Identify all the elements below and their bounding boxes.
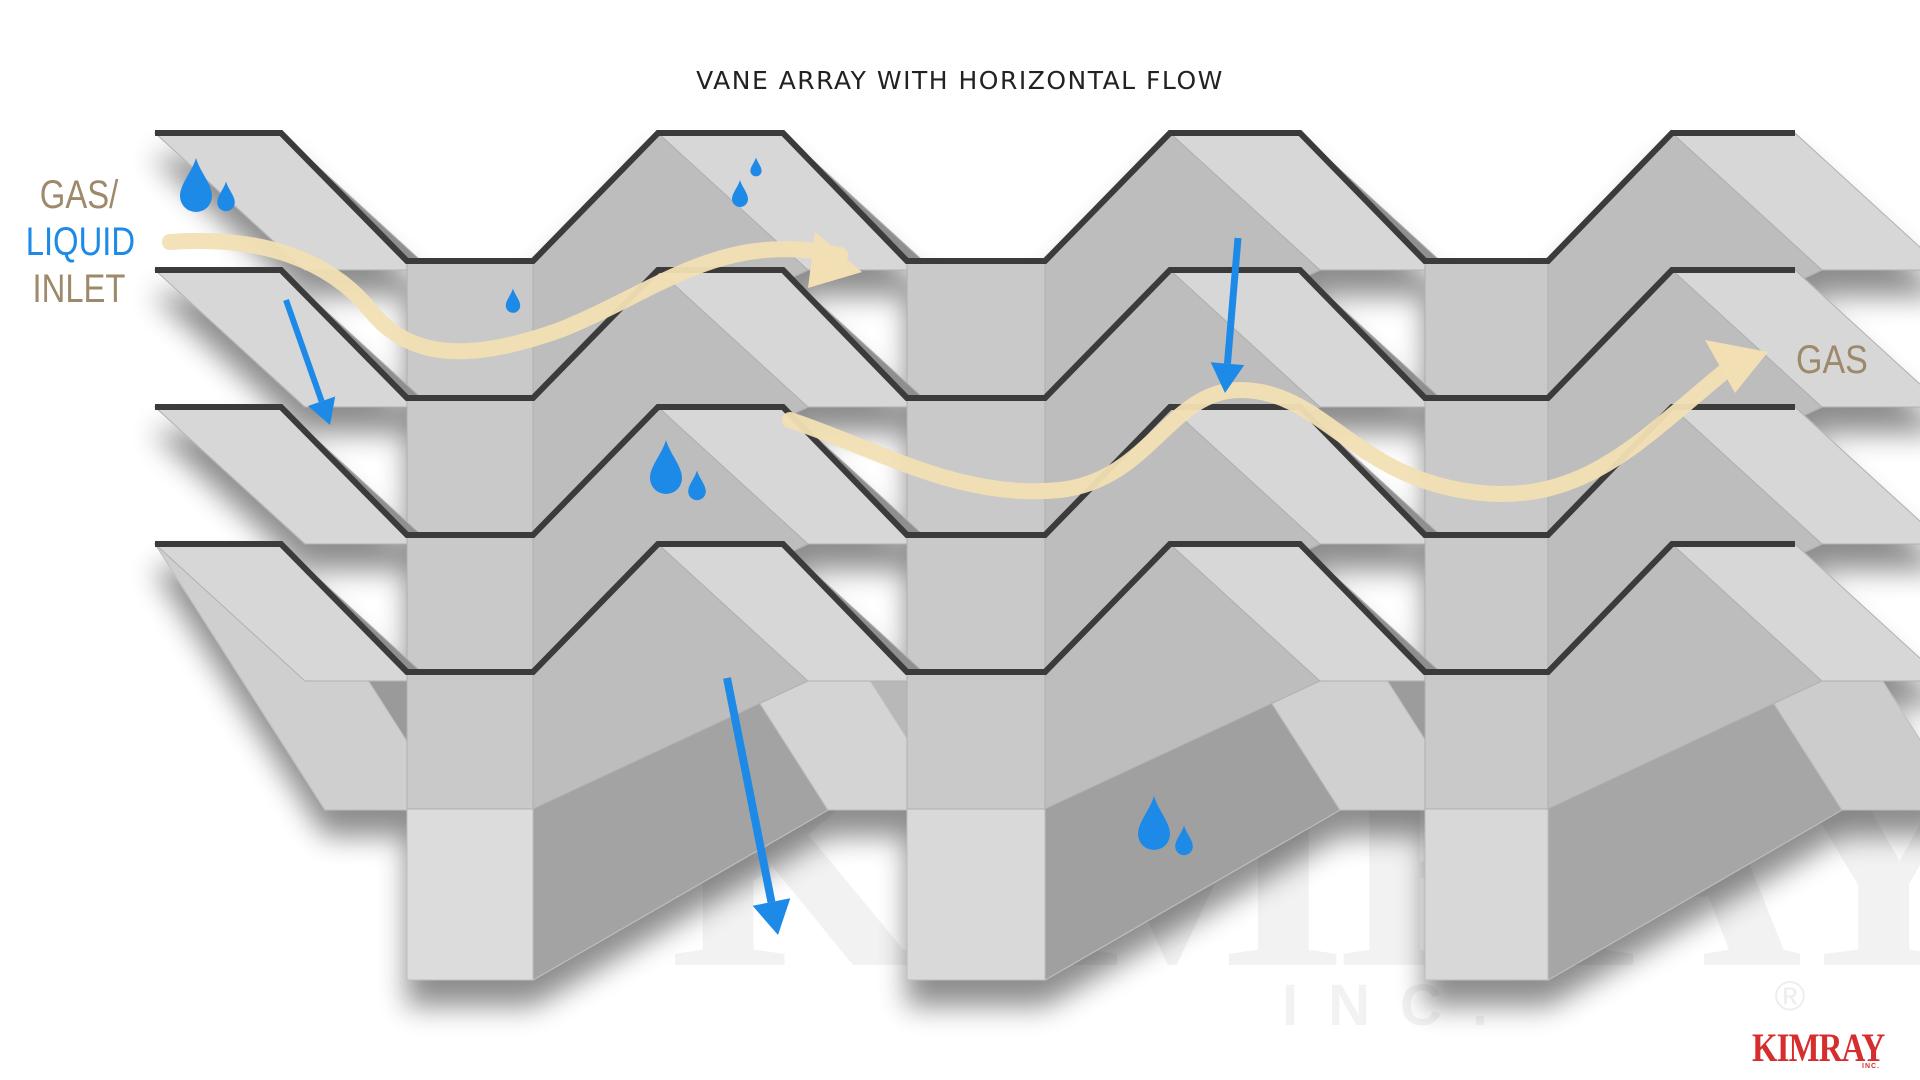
droplet-icon bbox=[217, 181, 235, 212]
vane-array bbox=[153, 130, 1920, 981]
vane-panel bbox=[1424, 534, 1549, 673]
arrow-down-icon bbox=[723, 677, 776, 903]
droplet-icon bbox=[1175, 825, 1193, 856]
arrow-down-icon bbox=[283, 299, 325, 403]
vane-panel bbox=[406, 671, 534, 810]
vane-panel bbox=[906, 260, 1046, 399]
gas-flow-upper-head bbox=[808, 232, 862, 288]
gas-flow-upper bbox=[162, 232, 848, 360]
vane-panel bbox=[1424, 671, 1549, 810]
liquid-droplets bbox=[180, 157, 1193, 856]
gas-flow-lower bbox=[782, 359, 1738, 502]
vane-panel bbox=[1424, 397, 1549, 536]
diagram-title: VANE ARRAY WITH HORIZONTAL FLOW bbox=[696, 66, 1224, 95]
vane-panel bbox=[406, 260, 534, 399]
droplet-icon bbox=[505, 288, 521, 313]
vane-row bbox=[153, 541, 1920, 810]
arrow-down-icon bbox=[1223, 237, 1242, 364]
gas-flow-lower-head bbox=[1705, 340, 1768, 393]
droplet-icon bbox=[1138, 796, 1170, 850]
inlet-label-liquid: LIQUID bbox=[25, 220, 136, 264]
arrow-head-icon bbox=[1210, 362, 1245, 393]
arrow-head-icon bbox=[308, 396, 336, 425]
vane-panel bbox=[1424, 260, 1549, 399]
watermark-registered: ® bbox=[1775, 972, 1806, 1019]
droplet-icon bbox=[732, 180, 748, 207]
droplet-icon bbox=[688, 470, 706, 501]
vane-edge bbox=[155, 404, 1795, 538]
vane-panel bbox=[906, 534, 1046, 673]
liquid-drain-arrows bbox=[283, 237, 1245, 935]
vane-edge bbox=[155, 130, 1795, 264]
flow-paths bbox=[162, 232, 1768, 502]
vane-edge bbox=[155, 541, 1795, 675]
gas-outlet-label: GAS bbox=[1796, 338, 1868, 382]
vane-panel bbox=[153, 543, 433, 682]
vane-edge bbox=[155, 267, 1795, 401]
droplet-icon bbox=[650, 440, 682, 494]
kimray-logo: KIMRAY bbox=[1752, 1025, 1885, 1070]
inlet-label-gas: GAS/ bbox=[39, 173, 119, 217]
arrow-head-icon bbox=[752, 898, 791, 935]
inlet-label-inlet: INLET bbox=[32, 267, 126, 311]
gas-liquid-inlet-label: GAS/ LIQUID INLET bbox=[25, 172, 136, 313]
kimray-logo-inc: INC. bbox=[1862, 1063, 1880, 1070]
vane-panel bbox=[406, 397, 534, 536]
vane-panel bbox=[906, 671, 1046, 810]
vane-panel bbox=[153, 406, 433, 545]
vane-panel bbox=[406, 534, 534, 673]
droplet-icon bbox=[750, 157, 762, 177]
droplet-icon bbox=[180, 158, 212, 212]
watermark-sub: INC. bbox=[1282, 973, 1518, 1038]
